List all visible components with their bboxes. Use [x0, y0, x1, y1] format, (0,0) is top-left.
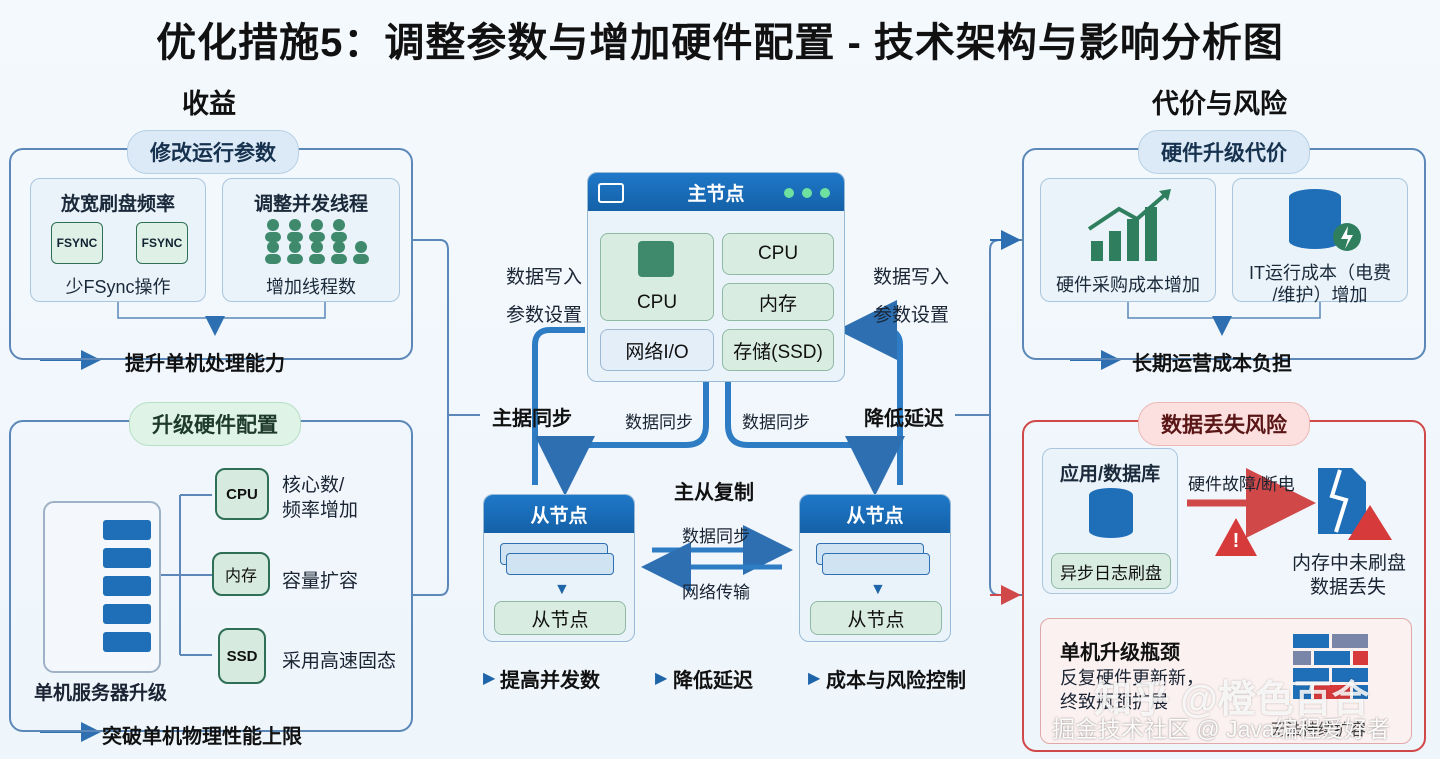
down-arrow-icon: ▼ [870, 581, 886, 598]
mid-net-label: 网络传输 [682, 583, 750, 602]
cost-result: 长期运营成本负担 [1132, 353, 1292, 375]
server-icon [598, 183, 624, 203]
slave-left-sub: 从节点 [494, 601, 626, 635]
replication-label: 主从复制 [674, 482, 754, 504]
bottom-item-2: 降低延迟 [673, 670, 753, 692]
sync-left-label: 数据同步 [625, 413, 693, 432]
memory-chip-icon: 内存 [212, 552, 270, 596]
right-write-label: 数据写入 [873, 267, 950, 288]
fault-label: 硬件故障/断电 [1188, 475, 1295, 494]
bottom-item-1: 提高并发数 [500, 670, 600, 692]
app-db-label: 应用/数据库 [1059, 464, 1161, 485]
bullet-icon: ▶ [483, 670, 496, 687]
master-node-title: 主节点 [687, 183, 745, 205]
left-param-label: 参数设置 [506, 305, 583, 326]
app-db-card: 应用/数据库 异步日志刷盘 [1042, 448, 1178, 594]
slave-right-header: 从节点 [800, 495, 950, 533]
server-stack-icon [822, 553, 930, 575]
master-memory: 内存 [722, 283, 834, 321]
left-write-label: 数据写入 [506, 267, 583, 288]
bottleneck-title: 单机升级瓶颈 [1060, 642, 1180, 664]
cpu-chip-icon [638, 241, 674, 277]
it-cost-card: IT运行成本（电费 /维护）增加 [1232, 178, 1408, 305]
threads-caption: 增加线程数 [266, 277, 356, 297]
procurement-card: 硬件采购成本增加 [1040, 178, 1216, 302]
bottleneck-line-2: 终致瓶颈扩展 [1060, 692, 1168, 712]
hardware-pill: 升级硬件配置 [129, 402, 301, 446]
params-pill: 修改运行参数 [127, 130, 299, 174]
procurement-label: 硬件采购成本增加 [1056, 275, 1200, 295]
it-cost-line-1: IT运行成本（电费 [1249, 263, 1391, 283]
threads-card: 调整并发线程 增加线程数 [222, 178, 400, 302]
bar-chart-icon [1087, 189, 1171, 261]
bottleneck-line-1: 反复硬件更新新， [1060, 668, 1204, 688]
mid-sync-label: 数据同步 [682, 527, 750, 546]
bullet-icon: ▶ [808, 670, 821, 687]
loss-line-2: 数据丢失 [1310, 577, 1387, 598]
fsync-card-title: 放宽刷盘频率 [60, 194, 175, 215]
cpu-label-2: 频率增加 [282, 500, 359, 521]
sync-right-label: 数据同步 [742, 413, 810, 432]
people-group-icon [265, 219, 369, 264]
params-result: 提升单机处理能力 [125, 353, 285, 375]
risk-pill: 数据丢失风险 [1138, 402, 1310, 446]
fsync-box-a: FSYNC [51, 222, 103, 264]
fsync-caption: 少FSync操作 [65, 277, 171, 297]
costs-heading: 代价与风险 [1152, 89, 1287, 119]
loss-line-1: 内存中未刷盘 [1292, 553, 1407, 574]
threads-card-title: 调整并发线程 [253, 194, 368, 215]
ssd-label: 采用高速固态 [282, 651, 397, 672]
slave-right-sub: 从节点 [810, 601, 942, 635]
bottleneck-line-3: 无法持续扩容 [1270, 722, 1367, 739]
cost-pill: 硬件升级代价 [1138, 130, 1310, 174]
slave-node-right: 从节点 ▼ 从节点 [799, 494, 951, 642]
database-icon [1089, 488, 1133, 538]
master-cpu-main-label: CPU [636, 292, 678, 313]
fsync-card: 放宽刷盘频率 FSYNC FSYNC 少FSync操作 [30, 178, 206, 302]
status-dot-icon [784, 188, 794, 198]
slave-right-title: 从节点 [846, 505, 904, 527]
status-dot-icon [802, 188, 812, 198]
left-sync-label: 主据同步 [492, 408, 572, 430]
master-node: 主节点 CPU CPU 内存 网络I/O 存储(SSD) [587, 172, 845, 382]
master-storage: 存储(SSD) [722, 329, 834, 371]
memory-label: 容量扩容 [282, 571, 359, 592]
async-flush-box: 异步日志刷盘 [1051, 553, 1171, 589]
cpu-chip-icon: CPU [215, 468, 269, 520]
it-cost-line-2: /维护）增加 [1272, 285, 1368, 305]
hardware-result: 突破单机物理性能上限 [102, 726, 302, 748]
watermark-juejin: 掘金技术社区 @ Java编程爱好者 [1052, 716, 1390, 742]
master-network: 网络I/O [600, 329, 714, 371]
right-delay-label: 降低延迟 [864, 408, 944, 430]
slave-left-title: 从节点 [530, 505, 588, 527]
down-arrow-icon: ▼ [554, 581, 570, 598]
slave-left-header: 从节点 [484, 495, 634, 533]
slave-node-left: 从节点 ▼ 从节点 [483, 494, 635, 642]
bullet-icon: ▶ [655, 670, 668, 687]
fsync-box-b: FSYNC [136, 222, 188, 264]
watermark-zhihu: 知乎 @橙色百合 [1094, 679, 1370, 721]
database-bolt-icon [1289, 189, 1361, 251]
status-dot-icon [820, 188, 830, 198]
page-title: 优化措施5：调整参数与增加硬件配置 - 技术架构与影响分析图 [156, 21, 1284, 65]
master-node-header: 主节点 [588, 173, 844, 211]
ssd-chip-icon: SSD [218, 628, 266, 684]
bottom-item-3: 成本与风险控制 [826, 670, 966, 692]
server-stack-icon [506, 553, 614, 575]
master-cpu: CPU [722, 233, 834, 275]
benefits-heading: 收益 [182, 89, 236, 119]
server-caption: 单机服务器升级 [34, 683, 168, 704]
right-param-label: 参数设置 [873, 305, 950, 326]
cpu-label-1: 核心数/ [282, 475, 345, 496]
